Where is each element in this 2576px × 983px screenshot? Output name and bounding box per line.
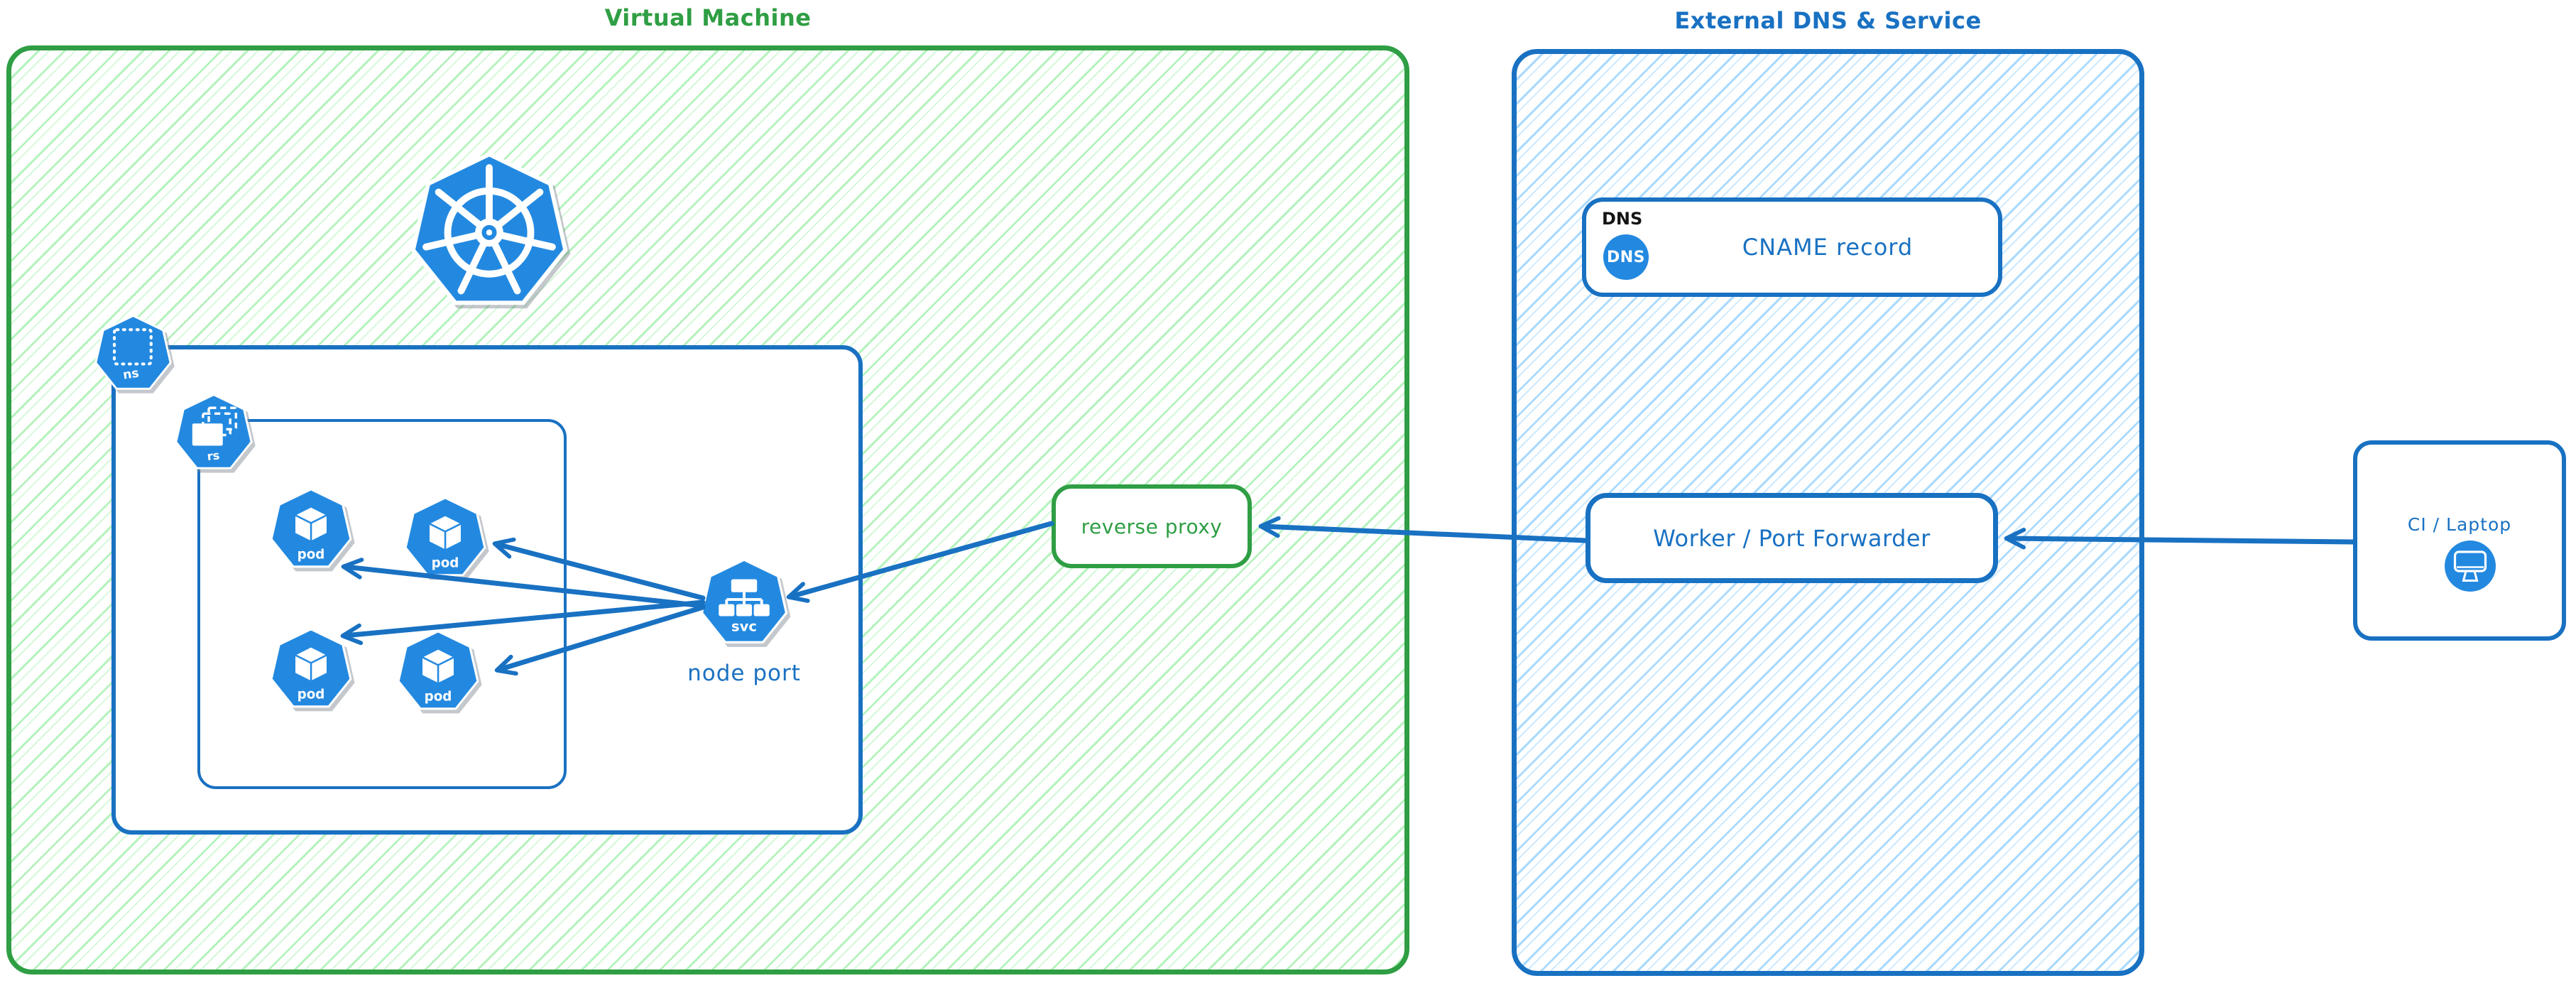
pod-icon: pod bbox=[270, 628, 352, 708]
namespace-icon-label: ns bbox=[122, 366, 140, 383]
pod-icon: pod bbox=[397, 630, 479, 710]
dns-icon-label: DNS bbox=[1606, 248, 1646, 266]
reverse-proxy-box: reverse proxy bbox=[1052, 484, 1252, 568]
monitor-icon bbox=[2445, 541, 2496, 592]
pod-icon: pod bbox=[404, 496, 486, 577]
worker-port-forwarder-box: Worker / Port Forwarder bbox=[1586, 493, 1998, 583]
virtual-machine-title: Virtual Machine bbox=[604, 4, 812, 31]
replicaset-icon: rs bbox=[175, 393, 253, 469]
pod-icon-label: pod bbox=[298, 547, 325, 562]
ci-laptop-label: CI / Laptop bbox=[2407, 514, 2512, 535]
external-dns-title: External DNS & Service bbox=[1674, 7, 1982, 34]
dns-card: DNS DNS CNAME record bbox=[1582, 197, 2002, 297]
node-port-label: node port bbox=[687, 661, 801, 686]
kubernetes-icon bbox=[410, 152, 568, 305]
service-icon-label: svc bbox=[731, 618, 757, 634]
pod-icon: pod bbox=[270, 488, 352, 568]
namespace-icon: ns bbox=[94, 315, 172, 390]
pod-icon-label: pod bbox=[432, 555, 459, 570]
dns-tag-label: DNS bbox=[1602, 209, 1643, 229]
ci-laptop-box: CI / Laptop bbox=[2353, 440, 2566, 641]
worker-port-forwarder-label: Worker / Port Forwarder bbox=[1653, 524, 1931, 552]
service-icon: svc bbox=[700, 558, 788, 643]
reverse-proxy-label: reverse proxy bbox=[1081, 514, 1223, 538]
pod-icon-label: pod bbox=[298, 687, 325, 702]
replicaset-box bbox=[197, 419, 567, 789]
replicaset-icon-label: rs bbox=[207, 448, 221, 463]
pod-icon-label: pod bbox=[425, 689, 452, 704]
dns-icon: DNS bbox=[1603, 234, 1649, 280]
cname-record-label: CNAME record bbox=[1742, 234, 1914, 261]
